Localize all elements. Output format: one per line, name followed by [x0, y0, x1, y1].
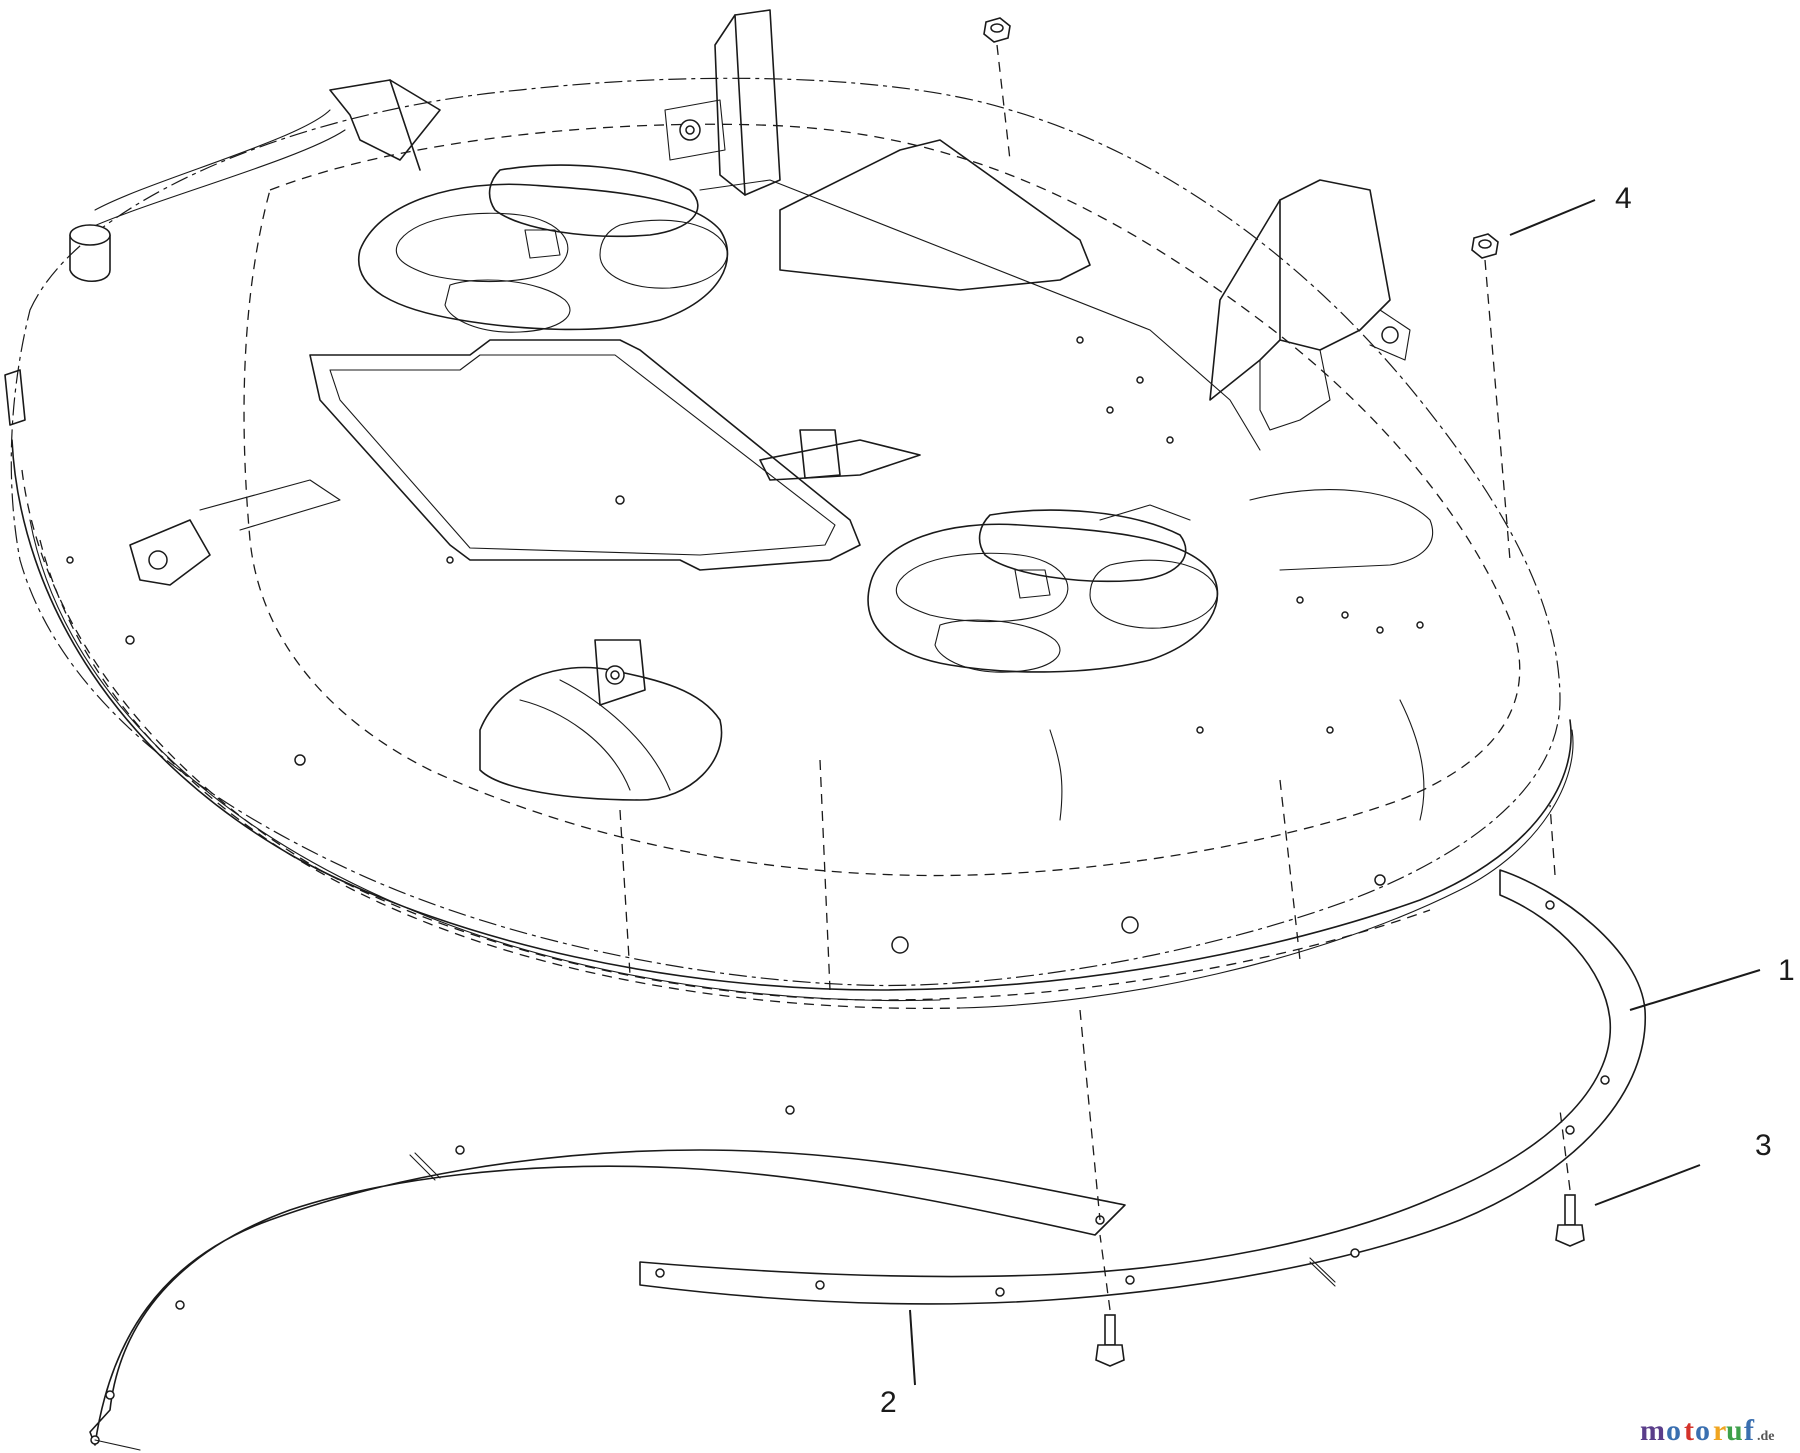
watermark-letter-o1: o — [1666, 1414, 1681, 1447]
callout-2-label: 2 — [880, 1386, 897, 1419]
watermark-letter-f: f — [1744, 1414, 1755, 1447]
baffle-left-part-2 — [89, 1105, 1126, 1451]
callout-4-label: 4 — [1615, 182, 1632, 215]
watermark-letter-r: r — [1713, 1414, 1726, 1447]
callout-4: 4 — [1509, 182, 1632, 236]
watermark-letter-o2: o — [1695, 1414, 1710, 1447]
callout-1: 1 — [1629, 954, 1795, 1011]
bolt-right — [1555, 1194, 1585, 1247]
callout-3: 3 — [1594, 1129, 1772, 1206]
watermark-suffix: .de — [1757, 1429, 1775, 1444]
mower-deck-housing — [10, 77, 1574, 1010]
hardware — [983, 17, 1585, 1367]
callout-1-label: 1 — [1778, 954, 1795, 987]
bolt-bottom — [1095, 1314, 1125, 1367]
watermark-letter-m: m — [1640, 1414, 1665, 1447]
callout-2: 2 — [880, 1309, 916, 1419]
hex-nut-right — [1471, 233, 1499, 259]
hex-nut-top — [983, 17, 1011, 43]
callout-3-label: 3 — [1755, 1129, 1772, 1162]
watermark-letter-t: t — [1684, 1414, 1694, 1447]
deck-top-plate — [309, 139, 1434, 734]
motoruf-watermark: m o t o r u f .de — [1640, 1414, 1775, 1447]
baffle-right-part-1 — [639, 869, 1646, 1305]
deck-brackets — [4, 9, 1411, 586]
watermark-letter-u: u — [1726, 1414, 1743, 1447]
